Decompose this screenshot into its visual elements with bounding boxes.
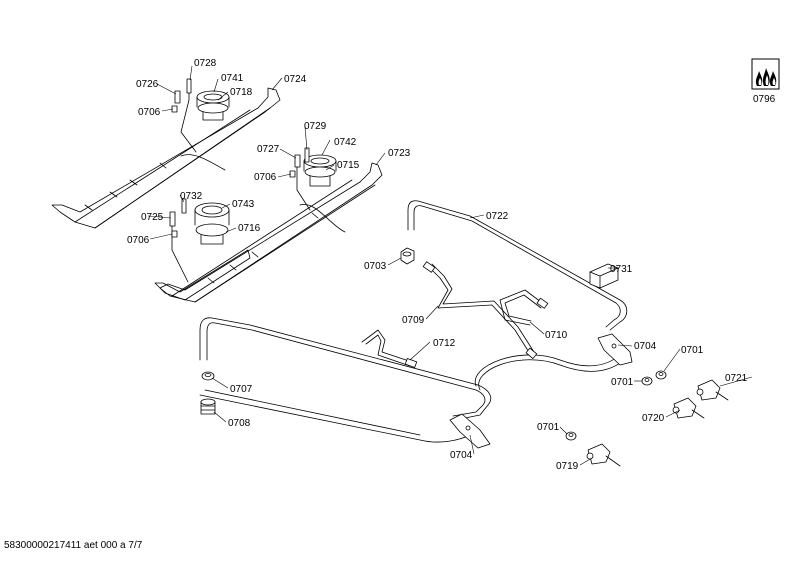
label-0703: 0703 bbox=[364, 261, 387, 272]
gas-flame-icon bbox=[751, 58, 780, 90]
thermocouple-0725 bbox=[169, 211, 189, 283]
label-0741: 0741 bbox=[221, 73, 244, 84]
washer-0701-a bbox=[655, 370, 667, 380]
part-labels: 0728 0726 0741 0724 0718 0706 0729 0727 … bbox=[127, 58, 776, 472]
washer-0707 bbox=[201, 371, 215, 381]
label-0742: 0742 bbox=[334, 137, 357, 148]
label-0720: 0720 bbox=[642, 413, 665, 424]
label-0706-c: 0706 bbox=[127, 235, 150, 246]
label-0724: 0724 bbox=[284, 74, 307, 85]
label-0722: 0722 bbox=[486, 211, 509, 222]
label-0707: 0707 bbox=[230, 384, 253, 395]
burner-0742 bbox=[303, 154, 337, 187]
label-0704-b: 0704 bbox=[450, 450, 473, 461]
label-0718: 0718 bbox=[230, 87, 253, 98]
label-0701-b: 0701 bbox=[611, 377, 634, 388]
label-0731: 0731 bbox=[610, 264, 633, 275]
label-0728: 0728 bbox=[194, 58, 217, 69]
fitting-0708 bbox=[200, 398, 216, 415]
leader-lines bbox=[147, 65, 753, 466]
ignition-electrode-0732 bbox=[181, 198, 187, 214]
label-0710: 0710 bbox=[545, 330, 568, 341]
document-id-footer: 58300000217411 aet 000 a 7/7 bbox=[4, 540, 143, 551]
pipe-0709 bbox=[422, 261, 538, 359]
gas-pipe-lower bbox=[199, 317, 631, 443]
label-0716: 0716 bbox=[238, 223, 261, 234]
label-0723: 0723 bbox=[388, 148, 411, 159]
label-0704-a: 0704 bbox=[634, 341, 657, 352]
label-0727: 0727 bbox=[257, 144, 280, 155]
burner-0743 bbox=[194, 202, 230, 245]
label-0729: 0729 bbox=[304, 121, 327, 132]
nut-0703 bbox=[400, 247, 415, 265]
label-0701-a: 0701 bbox=[681, 345, 704, 356]
label-0721: 0721 bbox=[725, 373, 748, 384]
bracket-0704-right bbox=[597, 333, 633, 366]
label-0706-a: 0706 bbox=[138, 107, 161, 118]
pipe-0712 bbox=[361, 329, 418, 368]
valve-0721 bbox=[696, 379, 729, 401]
burner-0741 bbox=[196, 90, 230, 121]
label-0732: 0732 bbox=[180, 191, 203, 202]
ignition-electrode-0728 bbox=[180, 78, 197, 153]
label-0715: 0715 bbox=[337, 160, 360, 171]
thermocouple-0726 bbox=[174, 90, 181, 104]
label-0796: 0796 bbox=[753, 94, 776, 105]
thermocouple-0727 bbox=[294, 154, 311, 211]
gas-pipe-0722 bbox=[407, 200, 628, 331]
valve-0719 bbox=[586, 443, 621, 467]
label-0712: 0712 bbox=[433, 338, 456, 349]
label-0708: 0708 bbox=[228, 418, 251, 429]
connector-0731 bbox=[589, 263, 619, 289]
label-0743: 0743 bbox=[232, 199, 255, 210]
label-0719: 0719 bbox=[556, 461, 579, 472]
burner-rail-0723 bbox=[159, 162, 383, 303]
label-0709: 0709 bbox=[402, 315, 425, 326]
label-0725: 0725 bbox=[141, 212, 164, 223]
clip-0706-c bbox=[171, 230, 178, 238]
valve-0720 bbox=[672, 397, 705, 419]
pipe-0710 bbox=[499, 289, 549, 326]
washer-0701-c bbox=[565, 431, 577, 441]
washer-0701-b bbox=[641, 376, 653, 386]
ignition-electrode-0729 bbox=[304, 147, 310, 163]
label-0706-b: 0706 bbox=[254, 172, 277, 183]
label-0726: 0726 bbox=[136, 79, 159, 90]
burner-rail-lower bbox=[154, 249, 251, 301]
label-0701-c: 0701 bbox=[537, 422, 560, 433]
burner-rail-0724 bbox=[51, 87, 281, 229]
bracket-0704-lower bbox=[449, 413, 491, 449]
